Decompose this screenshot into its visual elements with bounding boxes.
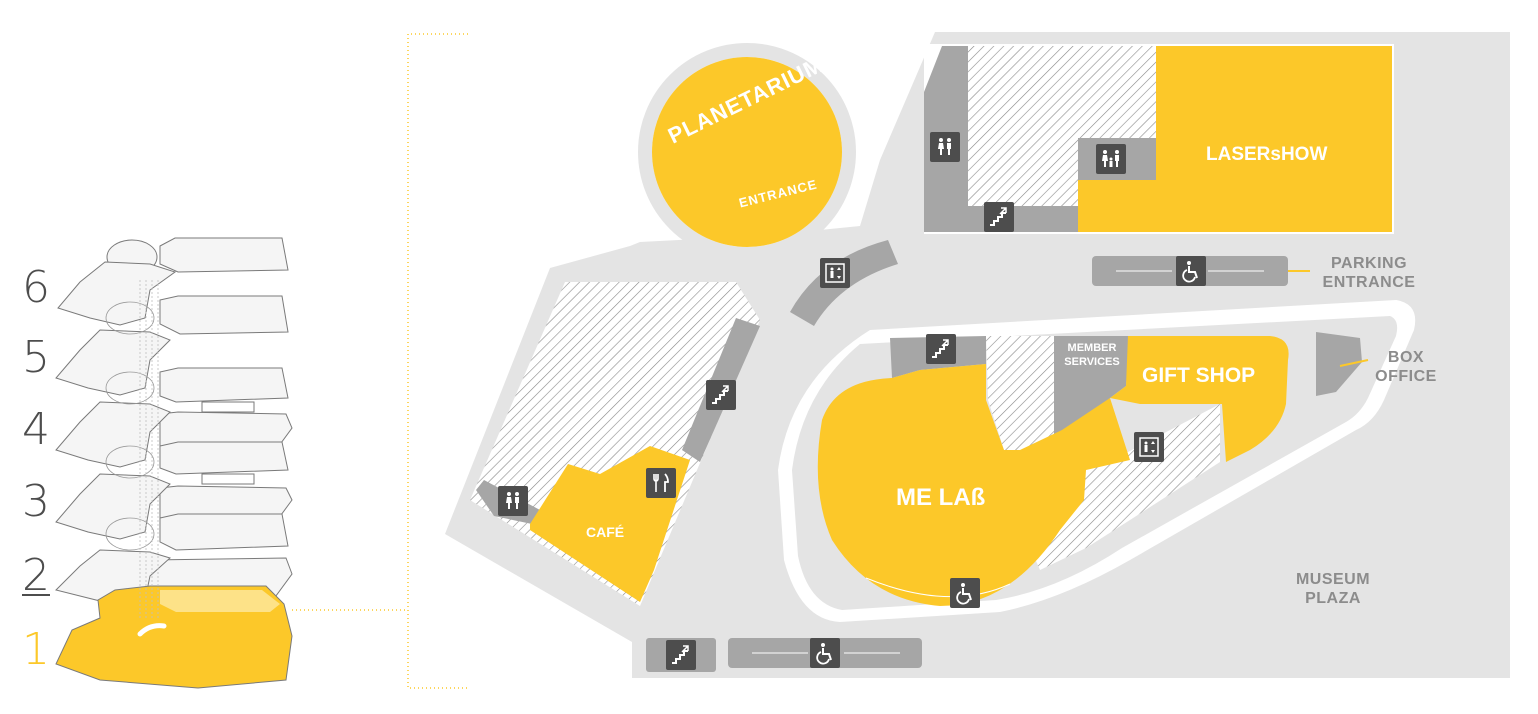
stairs-icon[interactable] xyxy=(666,640,696,670)
gift-shop[interactable] xyxy=(1110,336,1289,462)
parking-label-line2: ENTRANCE xyxy=(1322,274,1416,292)
plaza-label-line2: PLAZA xyxy=(1305,590,1361,608)
plaza-label-line1: MUSEUM xyxy=(1295,571,1371,588)
elevator-icon[interactable] xyxy=(1134,432,1164,462)
member-services-label-line1: MEMBER xyxy=(1067,342,1117,354)
box-office[interactable] xyxy=(1316,332,1362,396)
box-office-label-line2: OFFICE xyxy=(1375,368,1437,386)
floor-3-label[interactable]: 3 xyxy=(22,476,50,527)
restroom-icon[interactable] xyxy=(498,486,528,516)
floor-4-label[interactable]: 4 xyxy=(22,404,50,455)
restroom-icon[interactable] xyxy=(930,132,960,162)
stairs-icon[interactable] xyxy=(984,202,1014,232)
floor-6-plan[interactable] xyxy=(57,237,289,326)
member-services-label-line2: SERVICES xyxy=(1064,356,1120,368)
stairs-icon[interactable] xyxy=(706,380,736,410)
stairs-icon[interactable] xyxy=(926,334,956,364)
floor-5-plan[interactable] xyxy=(55,295,289,396)
parking-entrance-label: PARKING ENTRANCE xyxy=(1314,254,1424,292)
floor-1-label[interactable]: 1 xyxy=(22,624,50,675)
wheelchair-icon[interactable] xyxy=(1176,256,1206,286)
box-office-label: BOX OFFICE xyxy=(1366,348,1446,386)
parking-label-line1: PARKING xyxy=(1330,255,1408,272)
elevator-icon[interactable] xyxy=(820,258,850,288)
floor-6-label[interactable]: 6 xyxy=(22,262,50,313)
family-restroom-icon[interactable] xyxy=(1096,144,1126,174)
box-office-label-line1: BOX xyxy=(1387,349,1425,366)
me-lab[interactable] xyxy=(817,364,1130,606)
lasershow-room[interactable] xyxy=(1078,46,1392,232)
dining-icon[interactable] xyxy=(646,468,676,498)
lasershow-label: LASERsHOW xyxy=(1206,144,1328,165)
floor-5-label[interactable]: 5 xyxy=(22,332,50,383)
floor-1-plan[interactable] xyxy=(55,585,293,689)
floor-2-label[interactable]: 2 xyxy=(22,550,50,601)
floor-stack xyxy=(55,237,293,689)
me-lab-label: ME LAß xyxy=(896,484,986,511)
connector-lines xyxy=(292,33,468,689)
wheelchair-icon[interactable] xyxy=(810,638,840,668)
gift-shop-label: GIFT SHOP xyxy=(1142,364,1256,387)
museum-plaza-label: MUSEUM PLAZA xyxy=(1286,570,1380,608)
cafe-label: CAFÉ xyxy=(586,524,625,540)
planetarium[interactable] xyxy=(652,57,842,247)
wheelchair-icon[interactable] xyxy=(950,578,980,608)
